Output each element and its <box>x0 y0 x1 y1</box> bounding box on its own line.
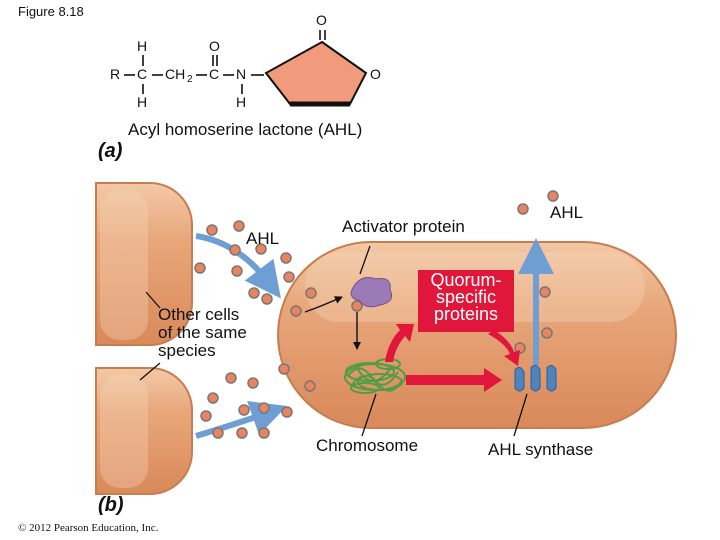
figure-title: Figure 8.18 <box>18 4 84 19</box>
chromosome-label: Chromosome <box>316 436 419 455</box>
pathway-arrows <box>304 296 361 350</box>
ahl-molecules <box>194 190 559 439</box>
ahl-synthase-label: AHL synthase <box>488 440 594 459</box>
neighbor-cell-bottom <box>95 367 193 495</box>
structure-carbonyl-o: O <box>209 38 220 54</box>
quorum-line-3: proteins <box>433 304 499 324</box>
structure-nh: H <box>236 94 247 110</box>
activator-protein <box>350 277 393 308</box>
structure-ring-o: O <box>370 66 381 82</box>
quorum-line-1: Quorum- <box>430 270 502 290</box>
structure-ch: CH <box>165 66 186 82</box>
ahl-synthase <box>514 364 557 392</box>
panel-label-a: (a) <box>98 140 123 162</box>
structure-lactone-o: O <box>316 12 327 28</box>
activator-protein-label: Activator protein <box>342 217 465 236</box>
other-cells-line-3: species <box>158 341 216 360</box>
lactone-ring <box>264 40 368 105</box>
chromosome <box>344 358 406 394</box>
quorum-line-2: specific <box>435 287 497 307</box>
structure-h-bottom: H <box>137 94 148 110</box>
ahl-label-right: AHL <box>550 203 584 222</box>
structure-bonds <box>124 30 326 94</box>
other-cells-label: Other cells of the same species <box>158 306 247 360</box>
leader-lines <box>139 245 528 437</box>
structure-c1: C <box>137 66 148 82</box>
ahl-diffusion-arrow-bottom <box>195 401 287 439</box>
structure-sub2: 2 <box>187 74 193 85</box>
panel-label-b: (b) <box>98 494 124 516</box>
structure-r: R <box>110 66 121 82</box>
ahl-structure-name: Acyl homoserine lactone (AHL) <box>128 120 363 139</box>
quorum-specific-proteins-label: Quorum- specific proteins <box>418 270 514 332</box>
structure-h-top: H <box>137 38 148 54</box>
other-cells-line-2: of the same <box>158 323 247 342</box>
structure-c2: C <box>209 66 220 82</box>
neighbor-cell-top <box>95 182 193 346</box>
red-arrows <box>385 324 520 392</box>
structure-n: N <box>236 66 247 82</box>
ahl-label-left: AHL <box>246 229 280 248</box>
other-cells-line-1: Other cells <box>158 305 240 324</box>
copyright-notice: © 2012 Pearson Education, Inc. <box>18 522 159 534</box>
